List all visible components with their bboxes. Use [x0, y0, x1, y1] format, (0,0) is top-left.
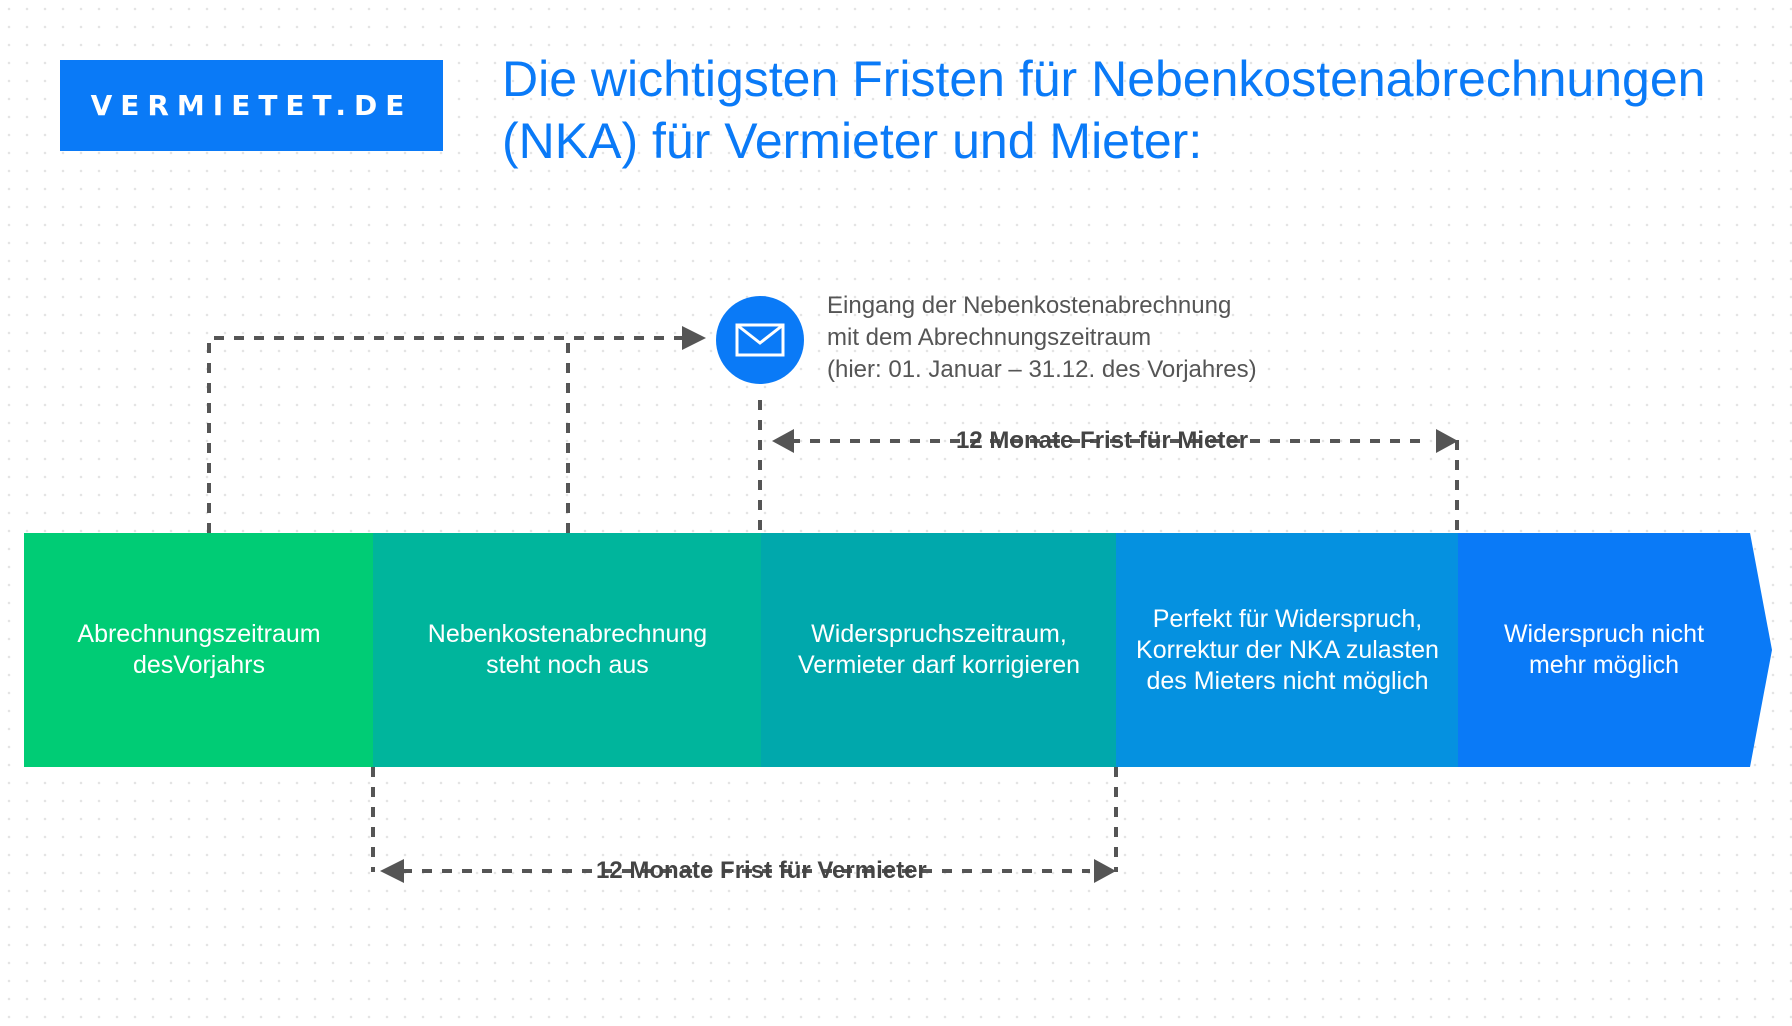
- landlord-arrowhead-right: [1094, 859, 1116, 883]
- envelope-icon: [735, 323, 785, 357]
- timeline-segment-text: Nebenkostenabrechnung steht noch aus: [427, 620, 708, 679]
- timeline-segment-billing-period: Abrechnungszeitraum desVorjahrs: [24, 533, 374, 767]
- timeline-segment-text: Perfekt für Widerspruch, Korrektur der N…: [1136, 604, 1439, 695]
- receipt-note-line-3: (hier: 01. Januar – 31.12. des Vorjahres…: [827, 356, 1257, 383]
- receipt-note-line-1: Eingang der Nebenkostenabrechnung: [827, 292, 1232, 319]
- receipt-note: Eingang der Nebenkostenabrechnung mit de…: [827, 290, 1347, 386]
- tenant-arrowhead-left: [772, 429, 794, 453]
- tenant-deadline-label: 12 Monate Frist für Mieter: [956, 427, 1249, 454]
- timeline-segment-objection-ideal: Perfekt für Widerspruch, Korrektur der N…: [1116, 533, 1459, 767]
- receipt-note-line-2: mit dem Abrechnungszeitraum: [827, 324, 1152, 351]
- title-line-1: Die wichtigsten Fristen für Nebenkostena…: [502, 51, 1706, 107]
- receipt-arrowhead: [682, 326, 706, 350]
- brand-logo-text: VERMIETET.DE: [90, 89, 413, 122]
- timeline-segment-pending: Nebenkostenabrechnung steht noch aus: [373, 533, 762, 767]
- landlord-arrowhead-left: [380, 859, 404, 883]
- timeline-segment-text: Abrechnungszeitraum desVorjahrs: [77, 620, 321, 679]
- timeline-segment-objection-closed: Widerspruch nicht mehr möglich: [1458, 533, 1772, 767]
- receipt-marker: [716, 296, 804, 384]
- brand-logo: VERMIETET.DE: [60, 60, 443, 151]
- title-line-2: (NKA) für Vermieter und Mieter:: [502, 113, 1203, 169]
- timeline-segment-text: Widerspruch nicht mehr möglich: [1503, 620, 1705, 679]
- period-to-receipt-connector: [207, 336, 690, 533]
- landlord-deadline-label: 12 Monate Frist für Vermieter: [596, 857, 927, 884]
- timeline-segment-text: Widerspruchszeitraum, Vermieter darf kor…: [797, 620, 1081, 679]
- page-title: Die wichtigsten Fristen für Nebenkostena…: [502, 48, 1772, 172]
- tenant-arrowhead-right: [1436, 429, 1458, 453]
- timeline-segment-objection-period: Widerspruchszeitraum, Vermieter darf kor…: [761, 533, 1117, 767]
